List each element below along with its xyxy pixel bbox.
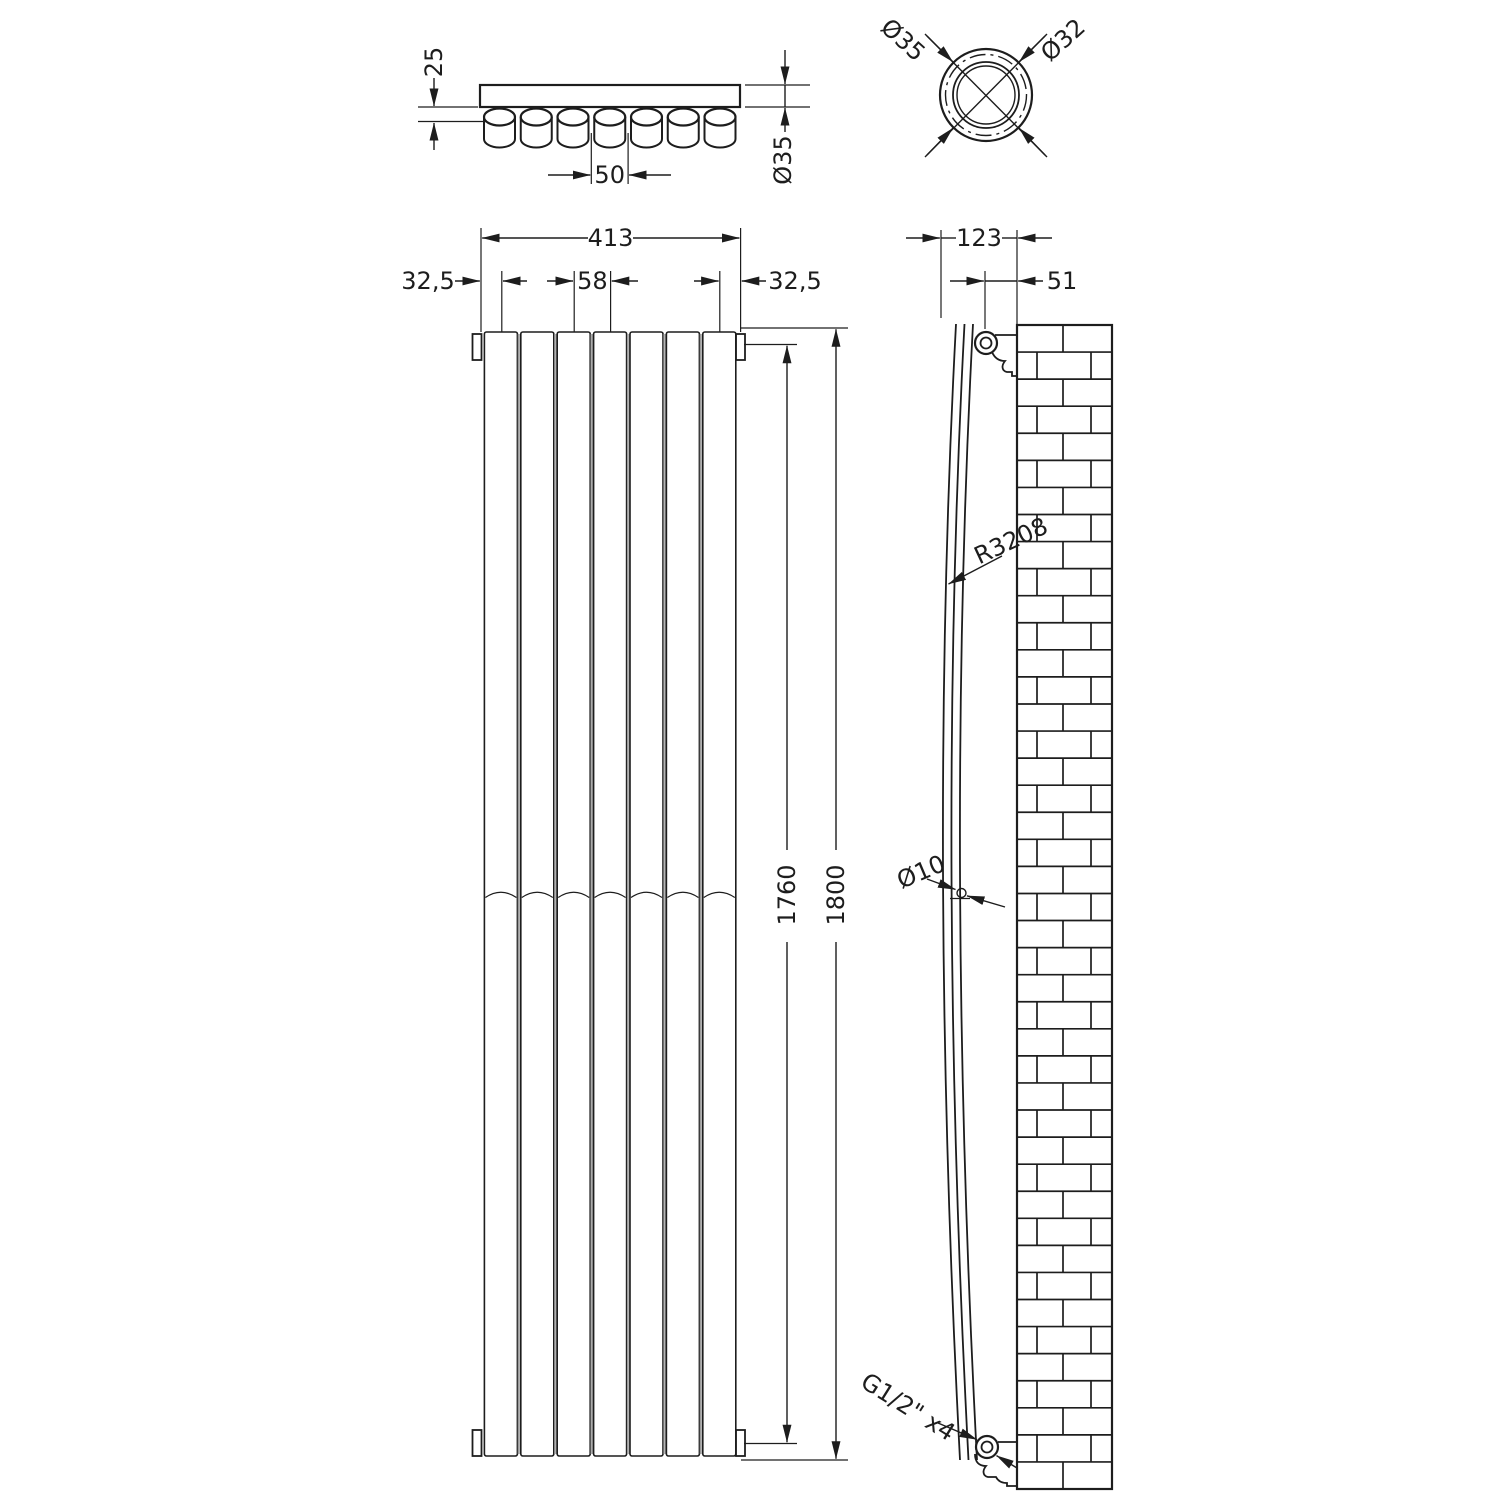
brick-wall	[1017, 325, 1112, 1489]
top-view: 25 50 Ø35	[418, 47, 810, 189]
dim-offset-label: 51	[1047, 267, 1078, 295]
front-view: 413 32,5 58 32,5 1760 1800	[401, 224, 850, 1461]
side-view: 123 51 R3208 Ø10 G1/2" x4	[856, 224, 1114, 1491]
dim-arrow	[926, 35, 954, 63]
dim-thread-label: G1/2" x4	[856, 1367, 960, 1447]
radiator-panel	[556, 331, 592, 1457]
mounting-tab	[735, 1429, 746, 1457]
radiator-curve-middle	[950, 323, 970, 1461]
dim-left-margin-label: 32,5	[401, 267, 454, 295]
panel-curve-seam	[557, 891, 590, 898]
mounting-tab	[735, 333, 746, 361]
leader-arrow-dashed	[996, 1455, 1018, 1469]
panel-curve-seam	[594, 891, 626, 898]
dim-depth-label: 25	[420, 47, 448, 78]
dim-arrow	[966, 895, 1006, 908]
tube-row	[482, 107, 737, 149]
dim-vent-dia-label: Ø10	[893, 849, 949, 894]
tube-section-detail: Ø35 Ø32	[875, 13, 1091, 158]
panel-curve-seam	[667, 891, 699, 898]
mounting-tab	[471, 333, 483, 361]
tube-bore-circle	[952, 61, 1020, 129]
dim-inner-height-label: 1760	[773, 864, 801, 925]
dim-radius-label: R3208	[970, 512, 1052, 570]
top-bracket-foot	[991, 351, 1017, 377]
dim-arrow	[1018, 35, 1046, 63]
dim-right-margin-label: 32,5	[768, 267, 821, 295]
dim-tube-dia-label: Ø35	[769, 135, 797, 184]
tube-top	[629, 107, 664, 127]
vent-hole	[956, 887, 967, 899]
dim-width-label: 413	[588, 224, 634, 252]
tube-centerline-circle	[944, 53, 1028, 137]
radiator-panel	[629, 331, 664, 1457]
bottom-bracket-foot	[974, 1453, 1017, 1487]
tube-top	[519, 107, 553, 127]
wall-outline	[1015, 323, 1114, 1491]
radiator-panel	[592, 331, 628, 1457]
top-view-panel-bar	[478, 83, 742, 109]
radiator-curve-inner	[959, 323, 978, 1461]
tube-top	[703, 107, 737, 127]
panel-curve-seam	[703, 891, 736, 898]
dim-height-label: 1800	[822, 864, 850, 925]
radiator-panel	[701, 331, 737, 1457]
dim-arrow	[926, 878, 956, 891]
leader-arrow	[948, 555, 1003, 585]
tube-top	[556, 107, 590, 127]
dim-inner-dia-label: Ø32	[1035, 13, 1090, 67]
tube-top	[482, 107, 517, 127]
dim-pitch-label: 50	[594, 161, 625, 189]
dim-arrow	[926, 127, 954, 156]
tube-top	[666, 107, 700, 127]
top-bracket-boss	[973, 330, 999, 356]
panel-curve-seam	[521, 891, 554, 898]
bottom-bracket-boss	[974, 1434, 1000, 1460]
tube-bore-inner-circle	[956, 65, 1016, 125]
dim-panel-pitch-label: 58	[577, 267, 608, 295]
tube-top	[593, 107, 627, 127]
top-bracket-hole	[979, 336, 993, 350]
panel-array	[483, 331, 737, 1457]
leader-arrow	[937, 1422, 978, 1441]
radiator-panel	[519, 331, 555, 1457]
radiator-panel	[665, 331, 701, 1457]
radiator-panel	[483, 331, 519, 1457]
bottom-bracket-hole	[980, 1440, 994, 1454]
dim-arrow	[1018, 127, 1046, 156]
dim-outer-dia-label: Ø35	[875, 13, 930, 67]
mounting-tab	[471, 1429, 483, 1457]
radiator-curve-outer	[942, 323, 961, 1461]
panel-curve-seam	[630, 891, 663, 898]
dim-depth-label: 123	[956, 224, 1002, 252]
panel-curve-seam	[485, 891, 517, 898]
